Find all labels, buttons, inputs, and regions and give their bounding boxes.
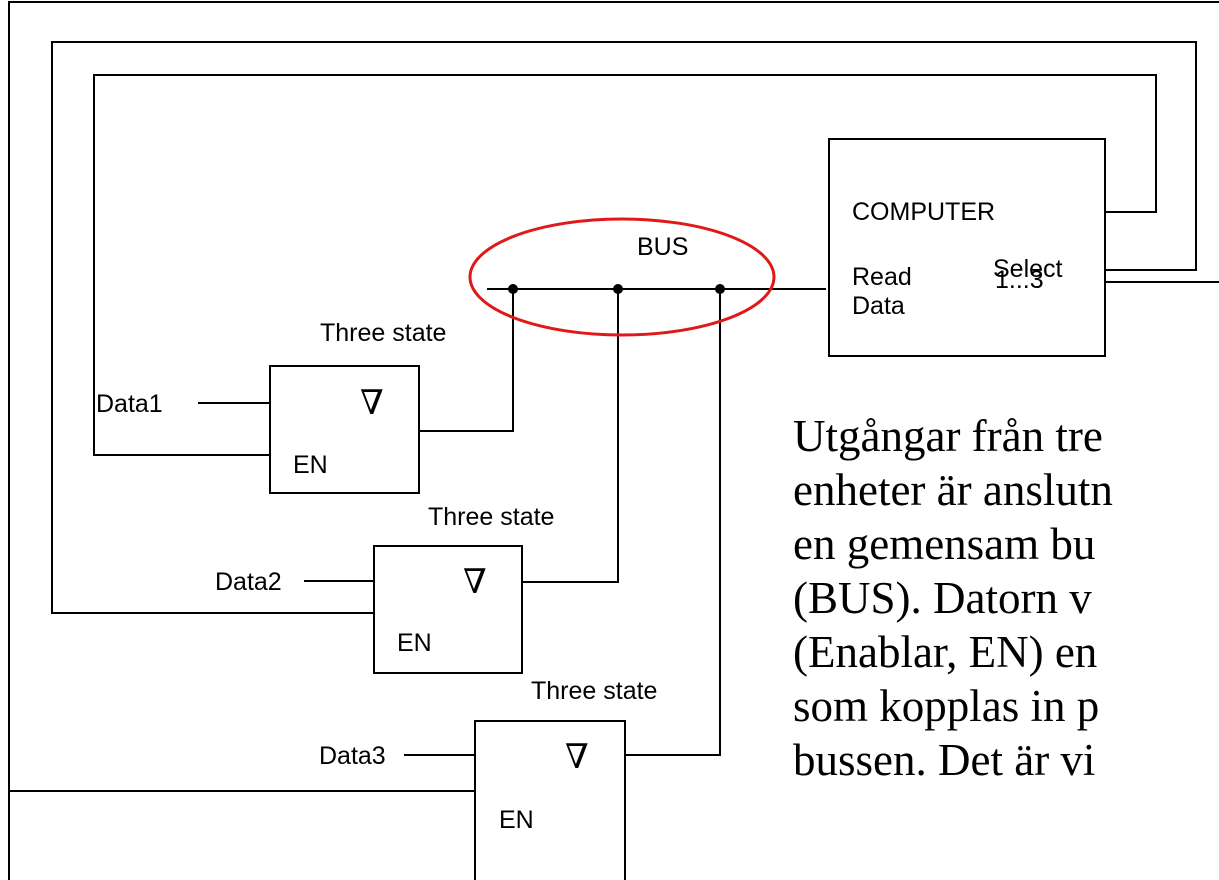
data-label: Data (852, 292, 905, 320)
three-state-label-2: Three state (428, 503, 554, 531)
three-state-symbol-3: ∇ (565, 737, 589, 777)
bus-highlight-ellipse (468, 217, 776, 337)
three-state-symbol-2: ∇ (463, 562, 487, 602)
data1-label: Data1 (96, 390, 163, 418)
three-state-label-1: Three state (320, 319, 446, 347)
enable-line-1 (93, 74, 1157, 456)
three-state-buffer-1 (269, 365, 420, 494)
data3-label: Data3 (319, 742, 386, 770)
three-state-buffer-3 (474, 720, 626, 880)
enable-label-1: EN (293, 451, 328, 479)
enable-label-2: EN (397, 629, 432, 657)
enable-line-2 (51, 41, 1197, 614)
three-state-buffer-2 (373, 545, 523, 674)
output-line-1 (419, 289, 514, 432)
outer-frame (8, 1, 1219, 880)
select-label: Select (993, 255, 1063, 283)
three-state-symbol-1: ∇ (360, 383, 384, 423)
read-label: Read (852, 263, 912, 291)
enable-label-3: EN (499, 806, 534, 834)
select-range-label: 1...3 (995, 266, 1044, 294)
computer-box (828, 138, 1106, 357)
output-line-2 (522, 289, 619, 583)
bus-label: BUS (637, 233, 688, 261)
output-line-3 (625, 289, 721, 756)
computer-title: COMPUTER (852, 198, 995, 226)
data2-label: Data2 (215, 568, 282, 596)
three-state-label-3: Three state (531, 677, 657, 705)
explanation-text: Utgångar från tre enheter är anslutn en … (793, 411, 1113, 785)
